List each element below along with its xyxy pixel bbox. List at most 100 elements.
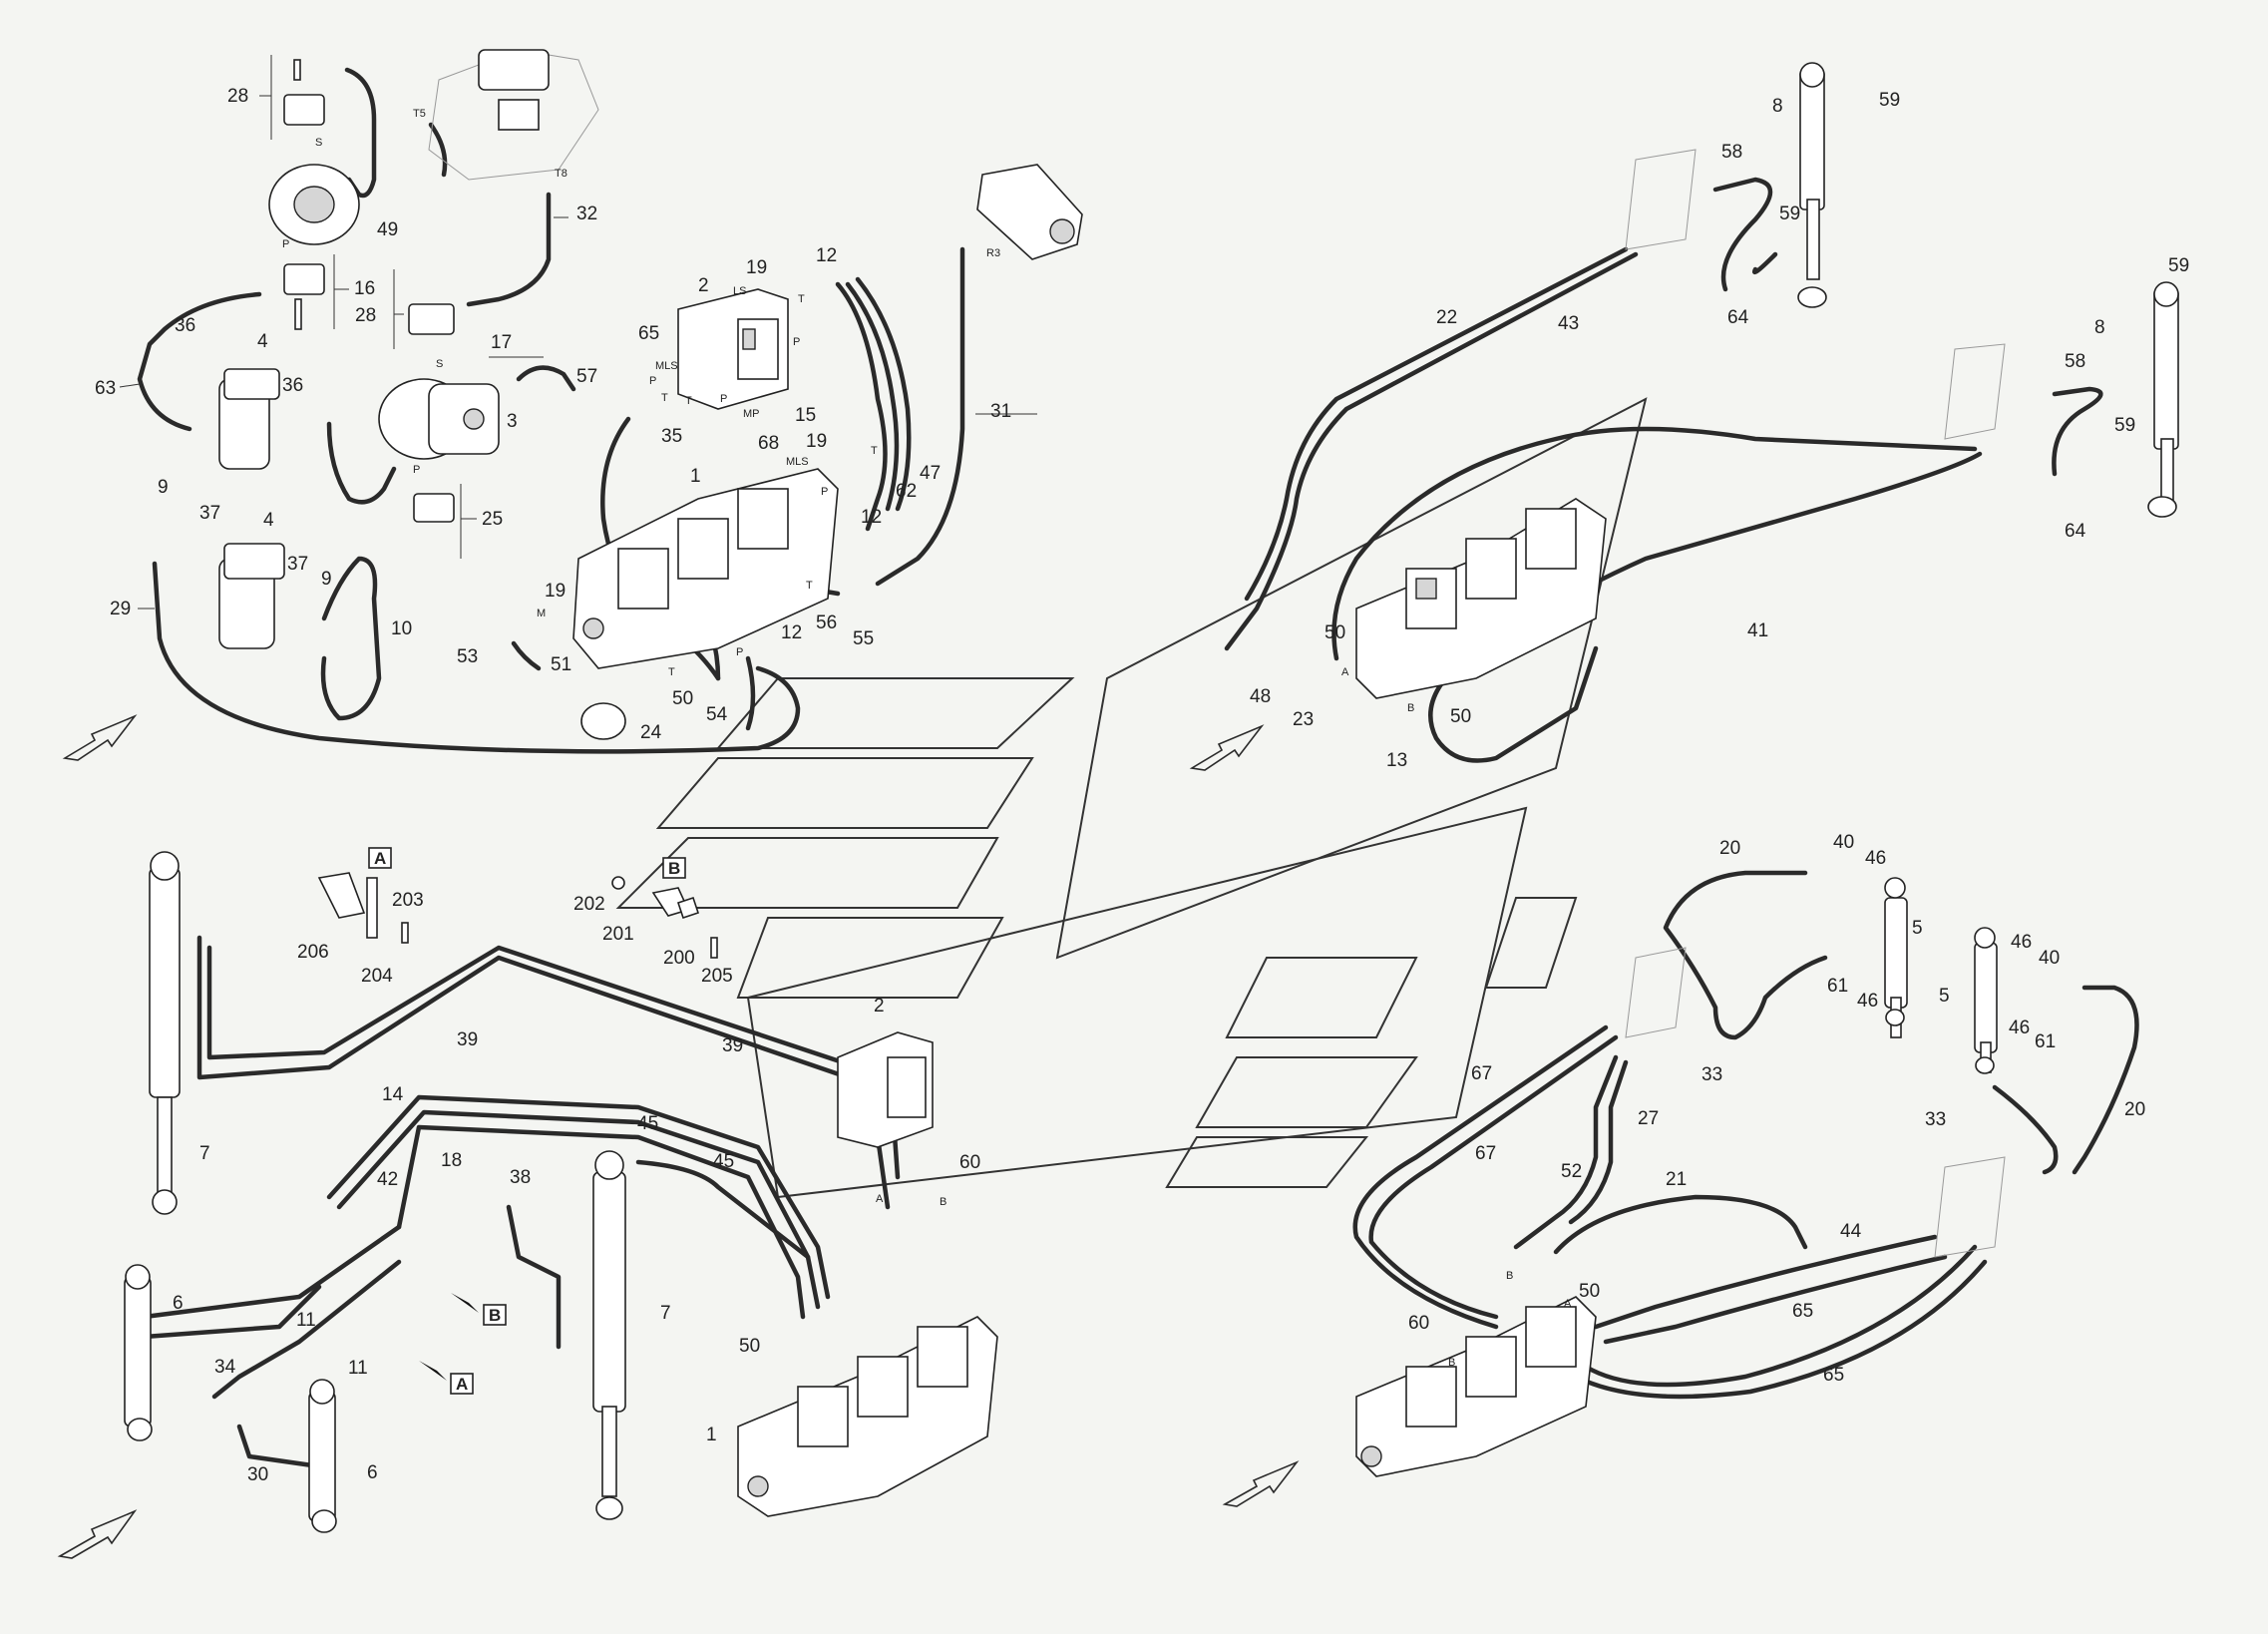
callout-16: 16: [354, 278, 375, 299]
port-T-e: T: [668, 666, 675, 678]
direction-arrow-center: [1189, 724, 1265, 771]
port-T-f: T: [661, 392, 668, 404]
part-cylinder-5-left: [1884, 877, 1908, 1038]
callout-201: 201: [602, 924, 634, 945]
callout-22: 22: [1436, 307, 1457, 328]
callout-61a: 61: [1827, 976, 1848, 997]
callout-46a: 46: [1865, 848, 1886, 869]
callout-21: 21: [1666, 1169, 1687, 1190]
port-MLS-a: MLS: [655, 360, 678, 372]
callout-37a: 37: [199, 503, 220, 524]
port-A-br: A: [1564, 1298, 1572, 1310]
part-valve-faint-right: [1625, 947, 2006, 1258]
callout-204: 204: [361, 966, 393, 987]
callout-1-bottom: 1: [706, 1425, 717, 1445]
callout-13: 13: [1386, 750, 1407, 771]
callout-11a: 11: [296, 1310, 316, 1331]
port-A-tr: A: [1341, 666, 1349, 678]
port-S-a: S: [315, 137, 322, 149]
port-P-g: P: [720, 393, 727, 405]
part-filter-4-lower: [218, 543, 285, 649]
callout-48: 48: [1250, 686, 1271, 707]
detail-box-b2: [483, 1304, 507, 1326]
port-P-e: P: [821, 486, 828, 498]
callout-15: 15: [795, 405, 816, 426]
callout-49: 49: [377, 219, 398, 240]
callout-6b: 6: [367, 1462, 378, 1483]
part-valve-block-2-bottom: [837, 1031, 934, 1148]
callout-32: 32: [576, 204, 597, 224]
callout-35: 35: [661, 426, 682, 447]
callout-23: 23: [1293, 709, 1314, 730]
callout-205: 205: [701, 966, 733, 987]
callout-206: 206: [297, 942, 329, 963]
part-valve-block-1-bottom: [737, 1316, 998, 1517]
callout-65: 65: [638, 323, 659, 344]
port-B-tr: B: [1407, 702, 1414, 714]
port-B-br1: B: [1506, 1270, 1513, 1282]
part-valve-block-2: [677, 288, 789, 410]
part-engine-pump: [428, 49, 599, 181]
part-flange-28b: [408, 303, 455, 335]
part-cylinder-6-upper: [124, 1264, 153, 1441]
callout-19a: 19: [746, 257, 767, 278]
detail-b2-label: B: [489, 1306, 501, 1325]
callout-44: 44: [1840, 1221, 1862, 1242]
part-cylinder-8-upper: [1797, 62, 1827, 308]
callout-33a: 33: [1701, 1064, 1722, 1085]
detail-a-label: A: [374, 849, 386, 868]
callout-65b: 65: [1823, 1365, 1844, 1386]
port-LS: LS: [733, 285, 746, 297]
callout-8a: 8: [1772, 96, 1783, 117]
callout-59c: 59: [2168, 255, 2189, 276]
callout-202: 202: [573, 894, 605, 915]
callout-59b: 59: [1779, 204, 1800, 224]
callout-58a: 58: [1721, 142, 1742, 163]
part-cylinder-7-center: [592, 1150, 626, 1520]
port-P-b: P: [793, 336, 800, 348]
callout-2-bottom: 2: [874, 996, 885, 1017]
callout-203: 203: [392, 890, 424, 911]
callout-46b: 46: [1857, 991, 1878, 1012]
leader-lines: [119, 55, 1037, 610]
port-P-d: P: [413, 464, 420, 476]
port-P-f: P: [736, 646, 743, 658]
part-filter-4-upper: [218, 368, 280, 470]
part-pump-3: [378, 378, 500, 460]
callout-5a: 5: [1912, 918, 1923, 939]
part-valve-block-mid-right: [1355, 498, 1607, 699]
part-cylinder-7-left: [149, 851, 181, 1215]
callout-57: 57: [576, 366, 597, 387]
callout-51: 51: [551, 654, 571, 675]
pointer-b: [451, 1293, 479, 1313]
callout-65a: 65: [1792, 1301, 1813, 1322]
port-T5: T5: [413, 108, 426, 120]
callout-50d: 50: [739, 1336, 760, 1357]
port-S-b: S: [436, 358, 443, 370]
callout-45b: 45: [713, 1151, 734, 1172]
port-P-c: P: [282, 238, 289, 250]
callout-43: 43: [1558, 313, 1579, 334]
callout-59d: 59: [2114, 415, 2135, 436]
labels-bottom-left: A B 203 206 204 202 201 200 205 39 39 14…: [173, 847, 980, 1485]
direction-arrow-bottom-right: [1222, 1460, 1300, 1507]
callout-61b: 61: [2035, 1031, 2056, 1052]
port-T-b: T: [798, 293, 805, 305]
callout-41: 41: [1747, 620, 1768, 641]
callout-5b: 5: [1939, 986, 1950, 1007]
detail-box-b: [662, 857, 686, 879]
callout-37b: 37: [287, 554, 308, 575]
callout-9b: 9: [321, 569, 332, 590]
labels-top-right: 8 59 58 59 64 22 43 8 59 58 59 64 41 50 …: [1250, 90, 2189, 771]
port-T-a: T: [685, 395, 692, 407]
callout-31: 31: [990, 401, 1011, 422]
callout-60a: 60: [959, 1152, 980, 1173]
detail-b-label: B: [668, 859, 680, 878]
callout-2: 2: [698, 275, 709, 296]
callout-67b: 67: [1475, 1143, 1496, 1164]
callout-18: 18: [441, 1150, 462, 1171]
callout-60b: 60: [1408, 1313, 1429, 1334]
callout-36a: 36: [175, 315, 195, 336]
callout-52: 52: [1561, 1161, 1582, 1182]
port-T8: T8: [555, 168, 567, 180]
